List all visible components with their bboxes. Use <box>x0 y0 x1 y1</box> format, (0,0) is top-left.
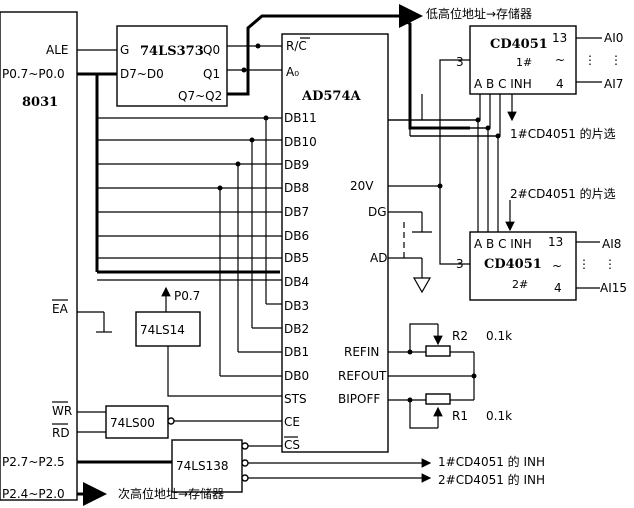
chip-ad574a <box>281 33 389 453</box>
pin-wr: WR <box>52 404 72 418</box>
adc-sts-pin: STS <box>284 392 307 406</box>
pin-p2-low: P2.4~P2.0 <box>2 487 65 501</box>
adc-db3: DB3 <box>284 299 309 313</box>
adc-rc-pin: R/C <box>286 39 307 53</box>
latch-g-pin: G <box>120 43 129 57</box>
mux2-tilde: ~ <box>552 259 562 273</box>
adc-db10: DB10 <box>284 135 317 149</box>
adc-name: AD574A <box>301 89 361 104</box>
cs2-label: 2#CD4051 的片选 <box>510 186 616 201</box>
chip-cd4051-2 <box>469 231 577 301</box>
mux1-name: CD4051 <box>490 37 548 52</box>
adc-vin-pin: 20V <box>350 179 374 193</box>
latch-q1-pin: Q1 <box>203 67 220 81</box>
inh2-label: 2#CD4051 的 INH <box>438 472 545 487</box>
adc-refout-pin: REFOUT <box>338 369 387 383</box>
decoder-name: 74LS138 <box>176 459 228 473</box>
r1-value: 0.1k <box>486 409 512 423</box>
mux1-number: 1# <box>516 56 532 69</box>
mux2-dots1: ⋮ <box>578 257 590 271</box>
adc-bipoff-pin: BIPOFF <box>338 392 380 406</box>
inh1-label: 1#CD4051 的 INH <box>438 454 545 469</box>
inverter-name: 74LS14 <box>140 323 185 337</box>
mux2-pin4: 4 <box>554 281 562 295</box>
mux1-pin4: 4 <box>556 77 564 91</box>
mux1-ai0: AI0 <box>604 31 623 45</box>
adc-dg-pin: DG <box>368 205 387 219</box>
chip-74ls373 <box>116 25 228 107</box>
cs1-label: 1#CD4051 的片选 <box>510 126 616 141</box>
adc-db11: DB11 <box>284 111 317 125</box>
high-address-label: 低高位地址→存储器 <box>426 6 532 21</box>
r2-label: R2 <box>452 329 468 343</box>
mux2-ai8: AI8 <box>602 237 621 251</box>
mux2-number: 2# <box>512 278 528 291</box>
mux2-ai15: AI15 <box>600 281 627 295</box>
adc-db4: DB4 <box>284 275 309 289</box>
mux2-pin13: 13 <box>548 235 563 249</box>
r1-label: R1 <box>452 409 468 423</box>
pin-ale: ALE <box>46 43 68 57</box>
latch-q0-pin: Q0 <box>203 43 220 57</box>
p07-label: P0.7 <box>174 289 200 303</box>
nand-name: 74LS00 <box>110 416 155 430</box>
mux2-name: CD4051 <box>484 257 542 272</box>
mux1-tilde: ~ <box>555 53 565 67</box>
latch-name: 74LS373 <box>140 44 204 59</box>
adc-ad-pin: AD <box>370 251 387 265</box>
mux1-pin3: 3 <box>456 55 464 69</box>
mux1-dots1: ⋮ <box>584 53 596 67</box>
adc-db5: DB5 <box>284 251 309 265</box>
adc-db1: DB1 <box>284 345 309 359</box>
mux2-address-pins: A B C INH <box>474 237 532 251</box>
pin-rd: RD <box>52 426 70 440</box>
chip-8031-label: 8031 <box>22 95 58 110</box>
chip-8031 <box>0 11 78 501</box>
pin-p0: P0.7~P0.0 <box>2 67 65 81</box>
chip-74ls138 <box>171 439 243 493</box>
adc-db9: DB9 <box>284 158 309 172</box>
chip-cd4051-1 <box>469 25 577 95</box>
mux1-dots2: ⋮ <box>610 53 622 67</box>
adc-db2: DB2 <box>284 322 309 336</box>
adc-a0-pin: A₀ <box>286 65 299 79</box>
chip-74ls14 <box>135 311 201 347</box>
pin-ea: EA <box>52 302 69 316</box>
adc-cs-pin: CS <box>284 438 300 452</box>
adc-db0: DB0 <box>284 369 309 383</box>
mux1-ai7: AI7 <box>604 77 623 91</box>
adc-db7: DB7 <box>284 205 309 219</box>
adc-db6: DB6 <box>284 229 309 243</box>
adc-db8: DB8 <box>284 181 309 195</box>
latch-q7q2-pin: Q7~Q2 <box>178 89 222 103</box>
adc-refin-pin: REFIN <box>344 345 379 359</box>
mux1-pin13: 13 <box>552 31 567 45</box>
latch-d-pin: D7~D0 <box>120 67 164 81</box>
adc-ce-pin: CE <box>284 415 300 429</box>
r2-value: 0.1k <box>486 329 512 343</box>
pin-p2-high: P2.7~P2.5 <box>2 455 65 469</box>
mux1-address-pins: A B C INH <box>474 77 532 91</box>
next-address-label: 次高位地址→存储器 <box>118 486 224 501</box>
mux2-dots2: ⋮ <box>604 257 616 271</box>
